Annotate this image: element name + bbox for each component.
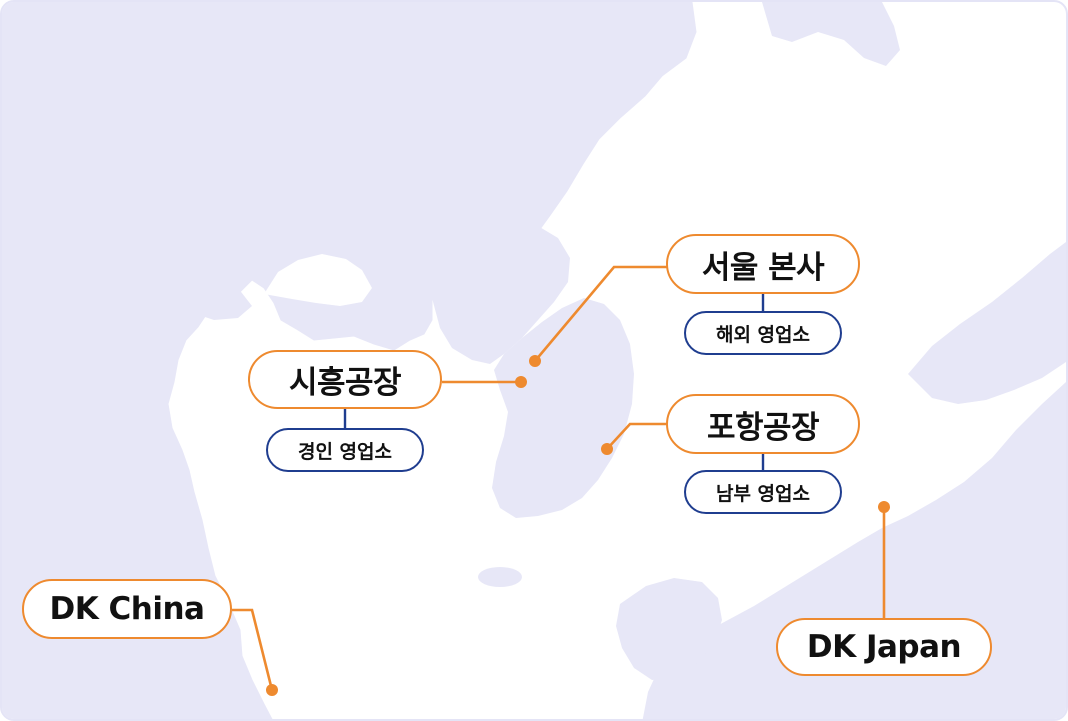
land-jeju (478, 567, 522, 587)
dk-japan-label: DK Japan (776, 618, 992, 676)
location-dot-china (266, 684, 278, 696)
location-dots (266, 355, 890, 696)
land-kyushu (616, 578, 722, 680)
pohang-plant-label: 포항공장 (666, 394, 860, 454)
location-dot-pohang (601, 443, 613, 455)
land-liaodong (432, 224, 570, 364)
bohai-sea (264, 254, 372, 306)
land-sakhalin (762, 2, 900, 66)
location-dot-seoul (529, 355, 541, 367)
seoul-hq-label: 서울 본사 (666, 234, 860, 294)
branch-connectors (343, 294, 765, 470)
land-korean-peninsula (492, 298, 634, 518)
connector-seoul (534, 265, 668, 362)
connector-pohang (606, 422, 668, 450)
land-shandong (120, 264, 252, 320)
siheung-plant-label: 시흥공장 (248, 350, 442, 409)
land-hokkaido (908, 242, 1066, 404)
land-mainland (2, 2, 697, 719)
siheung-branch-badge: 경인 영업소 (266, 428, 424, 472)
dk-china-label: DK China (22, 579, 232, 639)
location-dot-siheung (515, 376, 527, 388)
connector-lines (232, 265, 886, 691)
location-dot-japan (878, 501, 890, 513)
seoul-branch-badge: 해외 영업소 (684, 311, 842, 355)
connector-china (232, 608, 274, 691)
pohang-branch-badge: 남부 영업소 (684, 470, 842, 514)
